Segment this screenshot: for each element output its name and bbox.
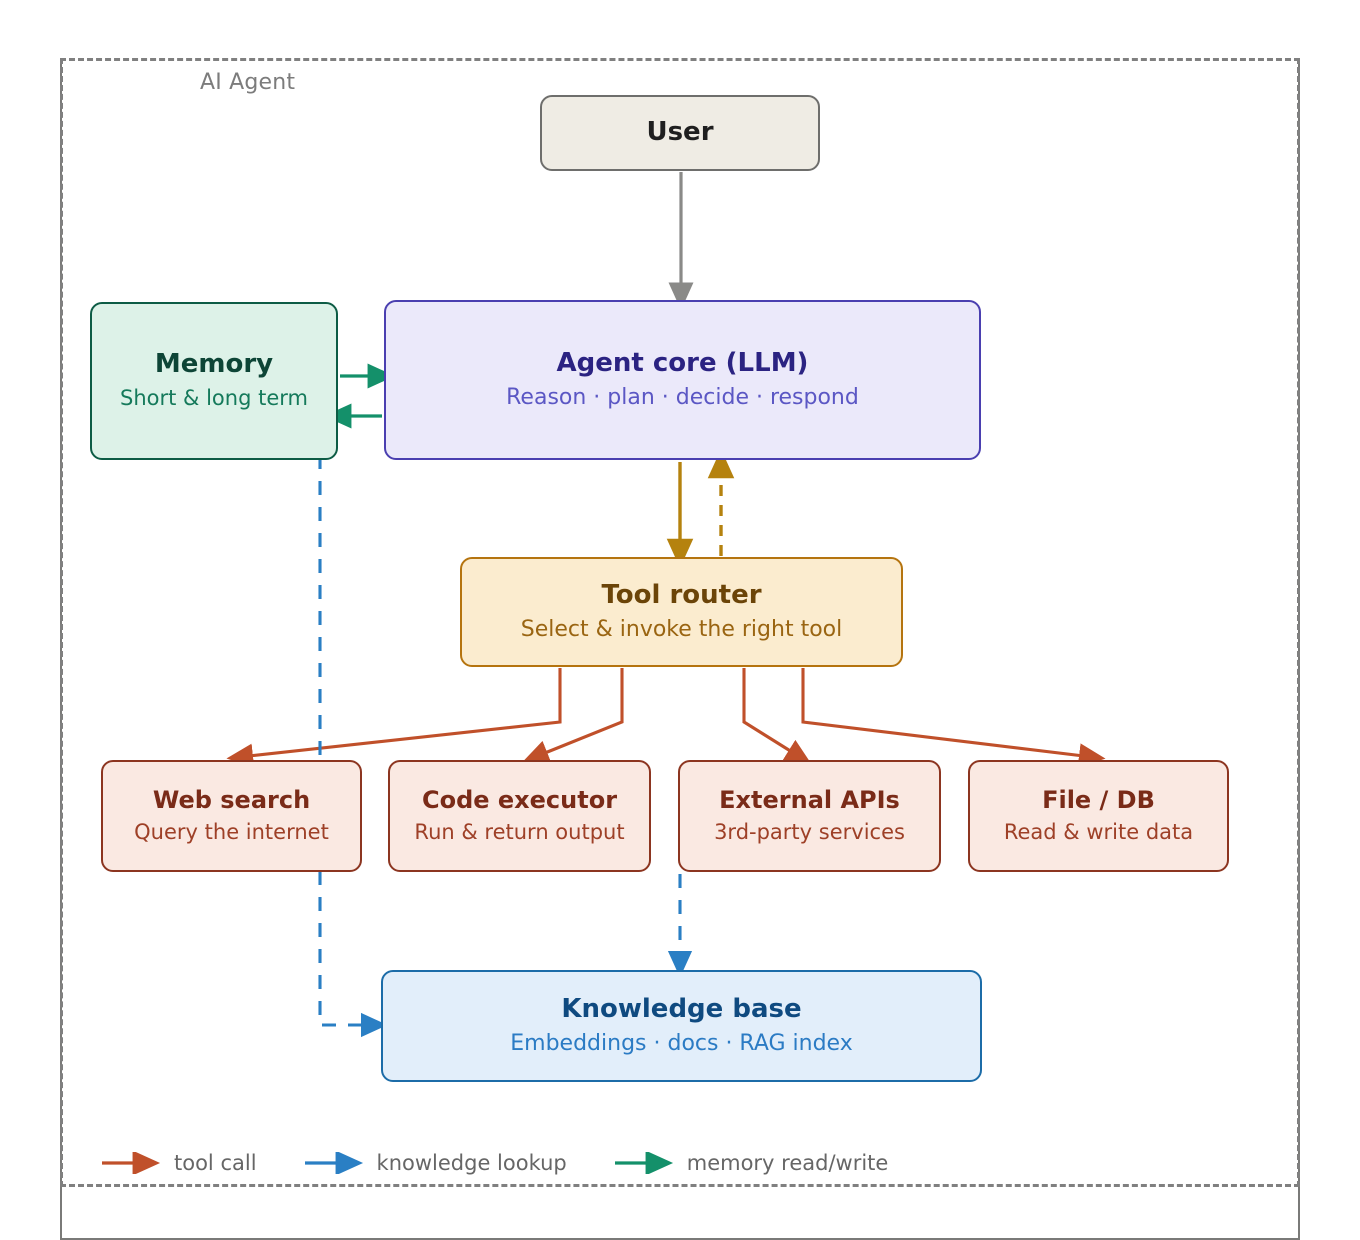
legend-arrow-knowledge-lookup-icon <box>304 1152 363 1174</box>
node-tool-router-title: Tool router <box>601 579 762 610</box>
node-tool-router-subtitle: Select & invoke the right tool <box>520 616 843 642</box>
agent-boundary-label: AI Agent <box>200 70 296 95</box>
node-code-executor-title: Code executor <box>421 785 618 814</box>
node-knowledge-base[interactable]: Knowledge base Embeddings · docs · RAG i… <box>381 970 982 1082</box>
node-file-db-subtitle: Read & write data <box>1003 820 1194 845</box>
node-external-apis-title: External APIs <box>719 785 900 814</box>
node-memory-title: Memory <box>154 349 274 380</box>
node-file-db[interactable]: File / DB Read & write data <box>968 760 1229 872</box>
node-web-search[interactable]: Web search Query the internet <box>101 760 362 872</box>
legend-label-tool-call: tool call <box>174 1151 257 1175</box>
legend-item-knowledge-lookup: knowledge lookup <box>303 1151 567 1175</box>
node-external-apis[interactable]: External APIs 3rd-party services <box>678 760 941 872</box>
node-user[interactable]: User <box>540 95 820 171</box>
legend-item-memory-read-write: memory read/write <box>613 1151 889 1175</box>
legend-label-knowledge-lookup: knowledge lookup <box>376 1151 567 1175</box>
legend-arrow-memory-read-write-icon <box>614 1152 673 1174</box>
node-code-executor-subtitle: Run & return output <box>414 820 625 845</box>
node-agent-core-subtitle: Reason · plan · decide · respond <box>506 384 859 410</box>
node-web-search-title: Web search <box>152 785 311 814</box>
legend-item-tool-call: tool call <box>100 1151 257 1175</box>
legend: tool call knowledge lookup <box>100 1143 934 1183</box>
node-knowledge-base-title: Knowledge base <box>561 993 802 1024</box>
node-web-search-subtitle: Query the internet <box>134 820 329 845</box>
legend-label-memory-read-write: memory read/write <box>686 1151 889 1175</box>
node-code-executor[interactable]: Code executor Run & return output <box>388 760 651 872</box>
node-agent-core[interactable]: Agent core (LLM) Reason · plan · decide … <box>384 300 981 460</box>
node-agent-core-title: Agent core (LLM) <box>556 347 809 378</box>
node-memory[interactable]: Memory Short & long term <box>90 302 338 460</box>
node-user-title: User <box>646 117 714 148</box>
node-external-apis-subtitle: 3rd-party services <box>714 820 905 845</box>
agent-boundary-container <box>60 58 1300 1187</box>
legend-arrow-tool-call-icon <box>102 1152 161 1174</box>
node-tool-router[interactable]: Tool router Select & invoke the right to… <box>460 557 903 667</box>
node-knowledge-base-subtitle: Embeddings · docs · RAG index <box>510 1030 853 1056</box>
node-file-db-title: File / DB <box>1042 785 1155 814</box>
node-memory-subtitle: Short & long term <box>120 386 308 411</box>
